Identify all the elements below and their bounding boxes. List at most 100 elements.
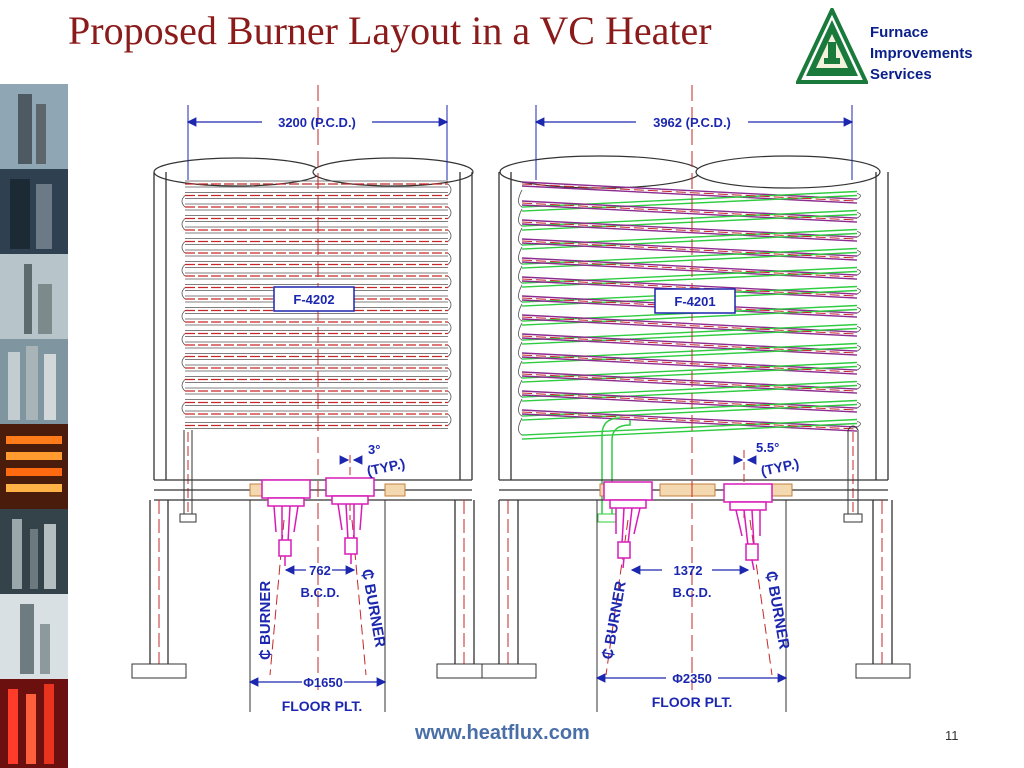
coil-tube-purple bbox=[521, 223, 858, 242]
left-floor-diameter: Φ1650 bbox=[303, 675, 343, 690]
coil-tube-purple bbox=[521, 276, 858, 295]
company-name: Furnace Improvements Services bbox=[870, 22, 973, 85]
coil-tube-purple bbox=[521, 185, 858, 204]
right-pcd-label: 3962 (P.C.D.) bbox=[653, 115, 731, 130]
coil-bend bbox=[856, 364, 861, 371]
burner-icon bbox=[325, 477, 375, 564]
coil-tube-purple bbox=[521, 204, 858, 223]
page-number: 11 bbox=[945, 728, 959, 743]
company-line-2: Improvements bbox=[870, 45, 973, 62]
coil-bend bbox=[447, 344, 452, 357]
coil-bend bbox=[447, 252, 452, 265]
coil-centerline bbox=[521, 392, 858, 411]
coil-tube-purple bbox=[521, 390, 858, 409]
coil-tube-purple bbox=[521, 375, 858, 394]
footer-url: www.heatflux.com bbox=[415, 722, 590, 744]
coil-tube-purple bbox=[521, 242, 858, 261]
coil-bend bbox=[447, 206, 452, 219]
coil-bend bbox=[181, 333, 186, 346]
coil-tube-green bbox=[521, 323, 858, 341]
photo-strip bbox=[0, 84, 68, 768]
coil-tube-purple bbox=[521, 337, 858, 356]
left-angle-typ: (TYP.) bbox=[365, 455, 406, 479]
coil-tube-purple bbox=[521, 352, 858, 371]
burner-icon bbox=[603, 481, 653, 569]
coil-tube-green bbox=[521, 247, 858, 265]
left-bcd-value: 762 bbox=[309, 563, 331, 578]
left-bcd-label: B.C.D. bbox=[301, 585, 340, 600]
coil-tube-purple bbox=[521, 261, 858, 280]
company-line-1: Furnace bbox=[870, 24, 929, 41]
coil-bend bbox=[447, 275, 452, 288]
coil-bend bbox=[447, 321, 452, 334]
coil-tube-green bbox=[521, 228, 858, 246]
company-logo-icon: LONGEST RUN LENGTH bbox=[796, 8, 868, 84]
coil-centerline bbox=[521, 202, 858, 221]
right-burner-label-1: ₵ BURNER bbox=[599, 580, 630, 661]
coil-bend bbox=[518, 398, 523, 417]
coil-bend bbox=[447, 390, 452, 403]
coil-bend bbox=[856, 212, 861, 219]
left-floor-label: FLOOR PLT. bbox=[282, 698, 363, 714]
coil-tube-purple bbox=[521, 318, 858, 337]
right-angle-typ: (TYP.) bbox=[759, 455, 800, 479]
coil-tube-green bbox=[521, 190, 858, 208]
coil-bend bbox=[518, 284, 523, 303]
coil-tube-purple bbox=[521, 356, 858, 375]
coil-bend bbox=[181, 356, 186, 369]
coil-bend bbox=[856, 269, 861, 276]
slide-title: Proposed Burner Layout in a VC Heater bbox=[68, 8, 712, 53]
coil-tube-purple bbox=[521, 413, 858, 432]
coil-tube-purple bbox=[521, 371, 858, 390]
left-heater-tag: F-4202 bbox=[293, 292, 334, 307]
coil-centerline bbox=[521, 221, 858, 240]
company-line-3: Services bbox=[870, 66, 932, 83]
coil-bend bbox=[518, 322, 523, 341]
left-heater: 3200 (P.C.D.) F-4202 3° (TYP.) 762 B.C.D… bbox=[131, 85, 492, 714]
coil-bend bbox=[856, 193, 861, 200]
coil-bend bbox=[447, 183, 452, 196]
coil-tube-green bbox=[521, 361, 858, 379]
coil-bend bbox=[856, 345, 861, 352]
right-floor-diameter: Φ2350 bbox=[672, 671, 712, 686]
coil-centerline bbox=[521, 335, 858, 354]
coil-bend bbox=[856, 307, 861, 314]
coil-bend bbox=[856, 288, 861, 295]
coil-centerline bbox=[521, 316, 858, 335]
coil-bend bbox=[518, 341, 523, 360]
coil-bend bbox=[518, 227, 523, 246]
right-angle-value: 5.5° bbox=[756, 440, 779, 455]
coil-bend bbox=[856, 250, 861, 257]
coil-centerline bbox=[521, 354, 858, 373]
coil-bend bbox=[856, 402, 861, 409]
burner-icon bbox=[723, 483, 773, 571]
coil-bend bbox=[447, 367, 452, 380]
coil-centerline bbox=[521, 240, 858, 259]
right-heater-tag: F-4201 bbox=[674, 294, 715, 309]
coil-bend bbox=[181, 264, 186, 277]
coil-tube-green bbox=[521, 342, 858, 360]
coil-bend bbox=[181, 310, 186, 323]
coil-bend bbox=[181, 379, 186, 392]
coil-tube-purple bbox=[521, 238, 858, 257]
coil-tube-green bbox=[521, 266, 858, 284]
left-burner-label-2: ₵ BURNER bbox=[358, 568, 389, 649]
coil-tube-green bbox=[521, 209, 858, 227]
coil-tube-purple bbox=[521, 200, 858, 219]
coil-centerline bbox=[521, 373, 858, 392]
coil-tube-purple bbox=[521, 314, 858, 333]
right-bcd-label: B.C.D. bbox=[673, 585, 712, 600]
coil-bend bbox=[856, 231, 861, 238]
burner-icon bbox=[261, 479, 311, 566]
coil-bend bbox=[181, 287, 186, 300]
coil-tube-purple bbox=[521, 409, 858, 428]
svg-text:LONGEST RUN LENGTH: LONGEST RUN LENGTH bbox=[803, 76, 861, 82]
right-heater: 3962 (P.C.D.) F-4201 5.5° (TYP.) 1372 B.… bbox=[481, 85, 911, 712]
coil-bend bbox=[856, 421, 861, 428]
coil-tube-purple bbox=[521, 394, 858, 413]
coil-bend bbox=[447, 298, 452, 311]
coil-tube-green bbox=[521, 380, 858, 398]
right-burner-label-2: ₵ BURNER bbox=[762, 570, 793, 651]
coil-bend bbox=[518, 360, 523, 379]
